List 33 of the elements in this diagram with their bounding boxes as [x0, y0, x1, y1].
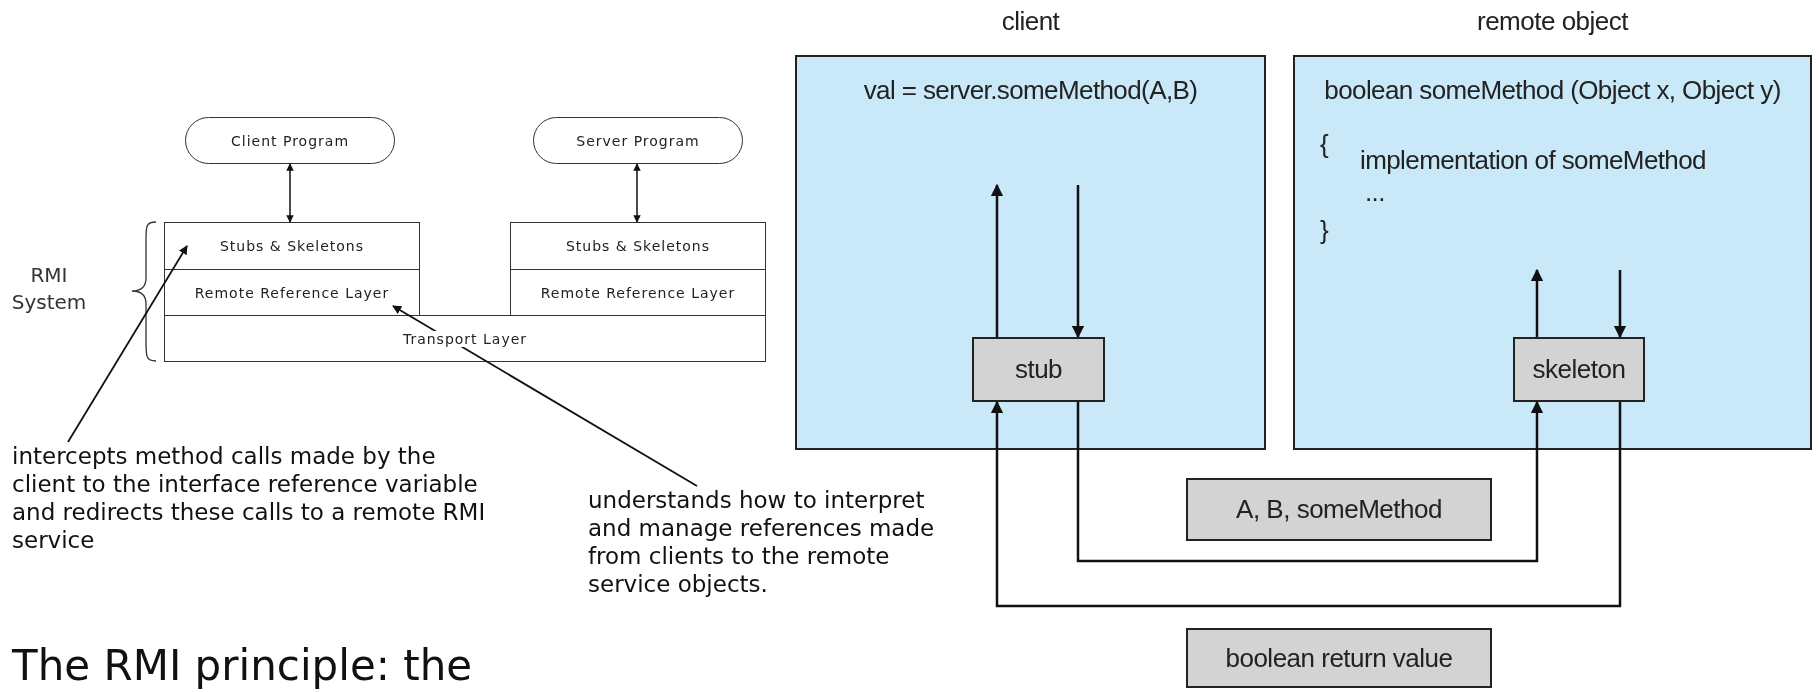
layer-box [164, 222, 420, 270]
arrow [633, 163, 641, 223]
arrow [1071, 185, 1085, 339]
layer-box [510, 222, 766, 270]
program-box: Server Program [533, 117, 743, 164]
layer-box [164, 269, 420, 316]
arrow [1530, 268, 1544, 337]
code-line: val = server.someMethod(A,B) [863, 75, 1198, 106]
arrow [286, 163, 294, 223]
arrow [990, 183, 1004, 337]
annotation-text: understands how to interpret and manage references made from clients to the remote service objects. [588, 486, 938, 598]
layer-box [510, 269, 766, 316]
code-line: { [1320, 129, 1329, 160]
leader-line [392, 305, 698, 487]
annotation-text: intercepts method calls made by the client to the interface reference variable and redirects these calls to a remote RMI service [12, 442, 490, 554]
component-box: skeleton [1513, 337, 1645, 402]
slide-title: The RMI principle: the [12, 645, 473, 687]
program-box: Client Program [185, 117, 395, 164]
code-line: ... [1365, 177, 1385, 208]
code-line: } [1320, 215, 1329, 246]
layer-box [164, 315, 766, 362]
panel-heading: remote object [1476, 6, 1630, 37]
component-box: boolean return value [1186, 628, 1492, 688]
leader-line [67, 245, 188, 443]
code-line: implementation of someMethod [1360, 145, 1706, 176]
arrow [1076, 400, 1544, 563]
system-label: RMI System [10, 262, 88, 316]
component-box: A, B, someMethod [1186, 478, 1492, 541]
code-line: boolean someMethod (Object x, Object y) [1324, 75, 1781, 106]
component-box: stub [972, 337, 1105, 402]
arrow [1613, 270, 1627, 339]
arrow [990, 400, 1622, 608]
panel-heading: client [1000, 6, 1061, 37]
